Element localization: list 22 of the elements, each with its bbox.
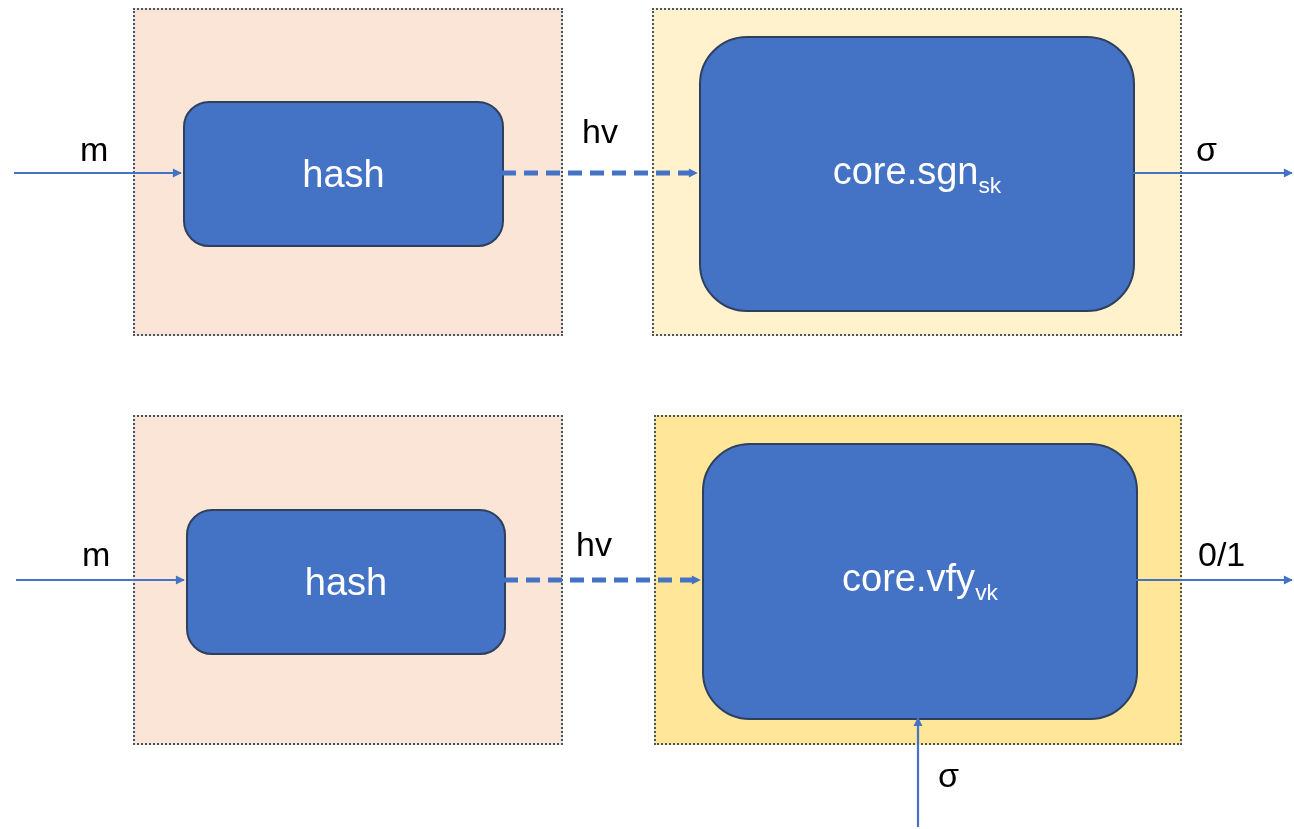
process-box: core.vfy$_{vk}$ <box>702 443 1138 720</box>
process-box: hash <box>183 101 504 247</box>
edge-label: 0/1 <box>1198 535 1246 574</box>
group-panel <box>133 8 563 336</box>
edge-label: σ <box>938 756 959 795</box>
edge-label: m <box>80 130 109 169</box>
arrow <box>16 575 185 585</box>
process-box: hash <box>186 509 506 655</box>
arrow <box>1136 575 1293 585</box>
process-box: core.sgn$_{sk}$ <box>699 36 1135 312</box>
edge-label: hv <box>582 112 618 151</box>
arrow <box>14 168 182 178</box>
group-panel <box>654 415 1182 745</box>
edge-label: m <box>82 535 111 574</box>
arrow <box>504 575 701 585</box>
arrow <box>502 168 698 178</box>
arrow <box>1133 168 1293 178</box>
group-panel <box>652 8 1182 336</box>
edge-label: hv <box>576 525 612 564</box>
edge-label: σ <box>1196 130 1217 169</box>
arrow <box>913 717 923 827</box>
group-panel <box>133 415 563 745</box>
